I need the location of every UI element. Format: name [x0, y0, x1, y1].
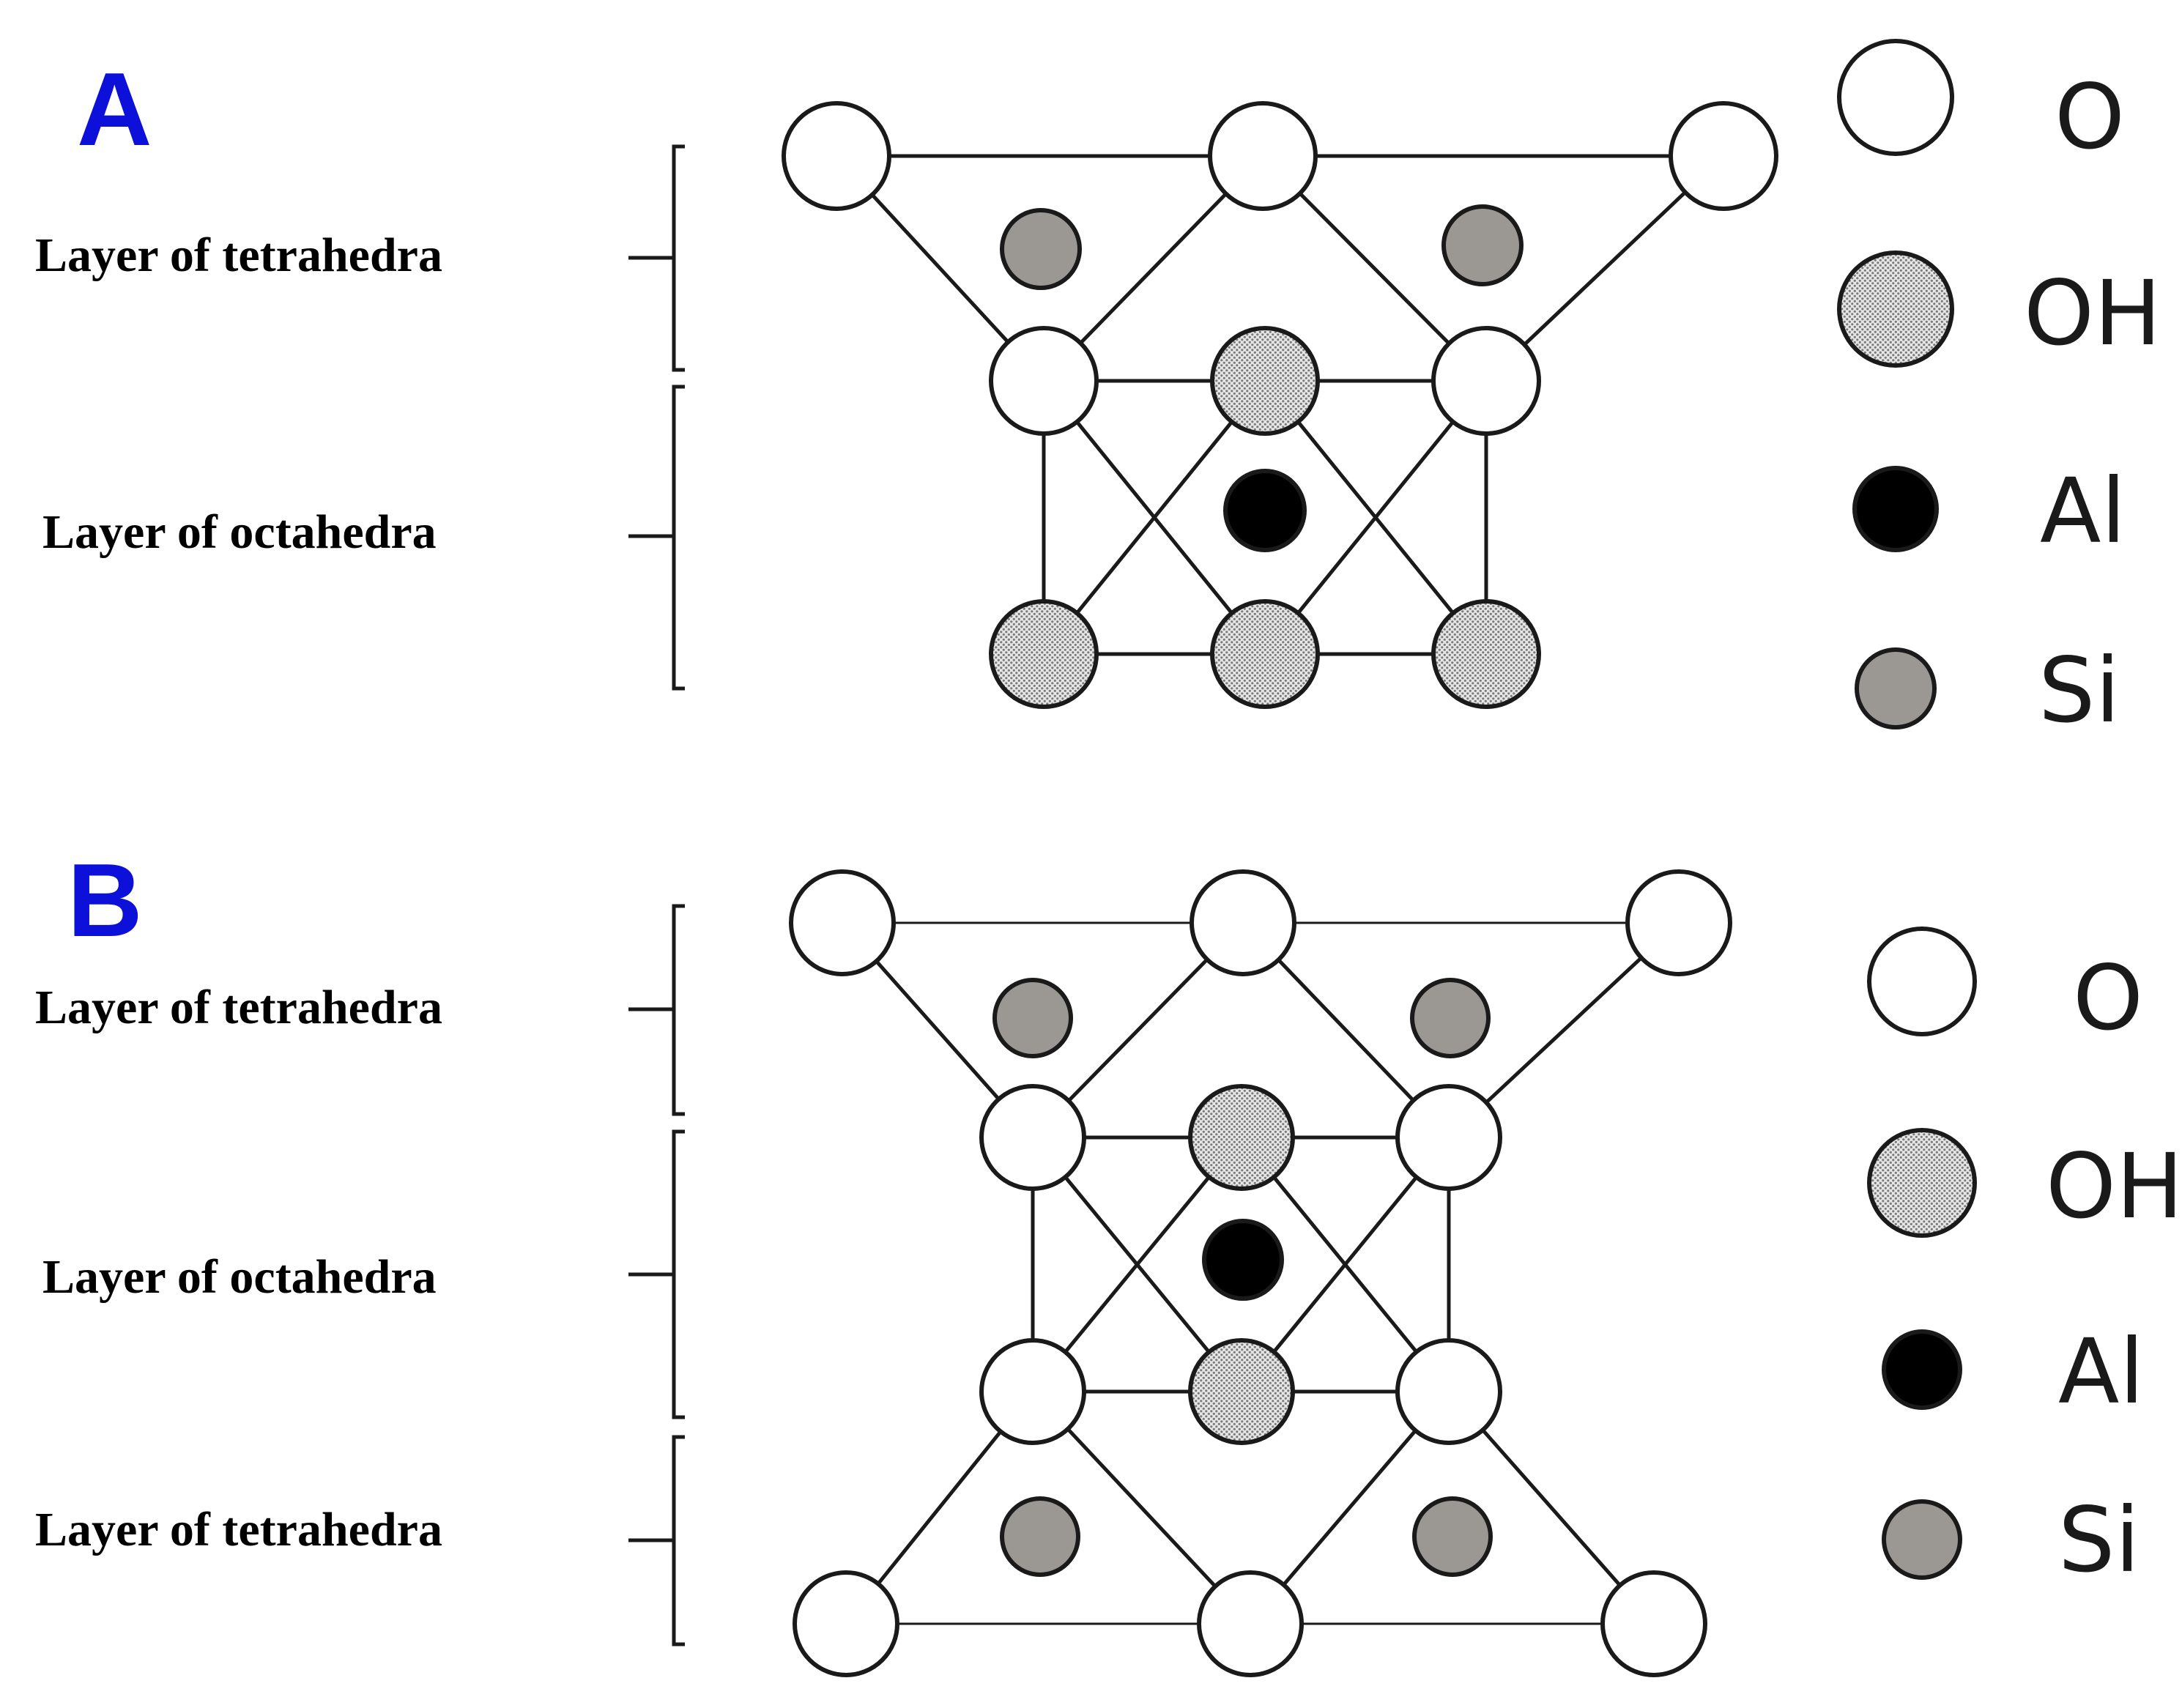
panel-b-octahedra-label: Layer of octahedra — [42, 1250, 437, 1304]
panel-b-si-atom — [1410, 978, 1491, 1058]
panel-a-o-atom — [1431, 326, 1541, 436]
panel-a: A Layer of tetrahedra Layer of octahedra — [35, 39, 2161, 743]
panel-b-oh-atom — [1188, 1084, 1295, 1191]
panel-a-oh-atom — [1210, 599, 1320, 709]
panel-a-oh-atom — [1210, 326, 1320, 436]
legend-o-label: O — [2073, 946, 2143, 1050]
legend-al-swatch — [1852, 466, 1939, 552]
panel-a-tetrahedra-bracket — [628, 144, 685, 372]
legend-al-label: Al — [2058, 1320, 2144, 1424]
panel-a-si-atom — [1441, 204, 1524, 286]
panel-a-o-atom — [782, 101, 891, 211]
panel-b-o-atom — [789, 869, 896, 976]
panel-b-o-atom — [1395, 1084, 1502, 1191]
panel-b-tetrahedra-bottom-bracket — [628, 1435, 685, 1646]
panel-a-oh-atom — [989, 599, 1099, 709]
panel-b-o-atom — [1625, 869, 1732, 976]
legend-si-swatch — [1882, 1499, 1962, 1580]
legend-oh-swatch — [1837, 250, 1954, 368]
panel-b-o-atom — [1197, 1570, 1304, 1677]
panel-a-atoms — [782, 101, 1778, 709]
panel-a-si-atom — [1000, 208, 1082, 290]
panel-a-al-atom — [1223, 469, 1307, 552]
panel-a-octahedra-bracket — [628, 385, 685, 691]
legend-si-label: Si — [2038, 639, 2120, 743]
panel-b-o-atom — [979, 1084, 1086, 1191]
legend-o-swatch — [1867, 927, 1977, 1036]
panel-a-legend: O OH Al Si — [1837, 39, 2161, 743]
panel-a-letter: A — [77, 51, 152, 168]
panel-b-o-atom — [793, 1570, 899, 1677]
panel-b-o-atom — [1395, 1338, 1502, 1445]
legend-o-swatch — [1837, 39, 1954, 156]
legend-oh-swatch — [1867, 1128, 1977, 1238]
panel-a-tetrahedra-label: Layer of tetrahedra — [35, 229, 442, 282]
panel-b-tetrahedra-top-label: Layer of tetrahedra — [35, 981, 442, 1034]
panel-b-si-atom — [992, 978, 1073, 1058]
panel-b-tetrahedra-bottom-label: Layer of tetrahedra — [35, 1503, 442, 1556]
legend-si-swatch — [1855, 647, 1937, 729]
panel-b-al-atom — [1202, 1219, 1284, 1301]
panel-a-o-atom — [989, 326, 1099, 436]
panel-a-o-atom — [1208, 101, 1318, 211]
legend-al-swatch — [1882, 1329, 1962, 1410]
legend-si-label: Si — [2058, 1488, 2140, 1592]
panel-b-si-atom — [1000, 1496, 1080, 1577]
panel-b-octahedra-bracket — [628, 1129, 685, 1419]
panel-b: B Layer of tetrahedra Layer of octahedra… — [35, 842, 2182, 1677]
panel-b-atoms — [789, 869, 1732, 1677]
legend-oh-label: OH — [2046, 1135, 2182, 1239]
panel-a-octahedra-label: Layer of octahedra — [42, 505, 437, 559]
panel-b-o-atom — [1190, 869, 1296, 976]
legend-o-label: O — [2055, 65, 2125, 169]
panel-b-legend: O OH Al Si — [1867, 927, 2182, 1592]
panel-b-o-atom — [979, 1338, 1086, 1445]
panel-a-o-atom — [1669, 101, 1778, 211]
panel-b-o-atom — [1600, 1570, 1707, 1677]
panel-a-oh-atom — [1431, 599, 1541, 709]
panel-b-letter: B — [67, 842, 143, 959]
panel-b-tetrahedra-top-bracket — [628, 904, 685, 1116]
panel-b-oh-atom — [1188, 1338, 1295, 1445]
panel-b-si-atom — [1412, 1496, 1493, 1577]
legend-al-label: Al — [2040, 459, 2126, 563]
legend-oh-label: OH — [2024, 261, 2161, 365]
